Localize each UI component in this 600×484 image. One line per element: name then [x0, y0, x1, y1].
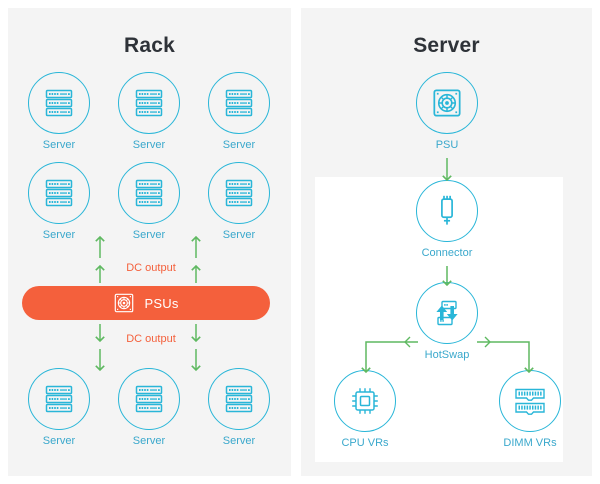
node-label: Server	[132, 435, 166, 447]
psus-bar[interactable]: PSUs	[22, 286, 270, 320]
server-rack-icon	[225, 385, 253, 413]
panel-server-title: Server	[413, 34, 480, 57]
node-label: Server	[42, 229, 76, 241]
connector-plug-icon	[441, 195, 453, 225]
rack-server-middle-3[interactable]: Server	[204, 162, 274, 241]
rack-server-top-3[interactable]: Server	[204, 72, 274, 151]
node-circle	[28, 368, 90, 430]
server-rack-icon	[225, 179, 253, 207]
server-rack-icon	[45, 385, 73, 413]
rack-server-bottom-1[interactable]: Server	[24, 368, 94, 447]
node-label: Server	[222, 229, 256, 241]
node-circle	[499, 370, 561, 432]
dc-output-label-up: DC output	[126, 262, 176, 274]
psu-fan-icon	[115, 293, 134, 313]
node-label: Connector	[421, 247, 473, 259]
rack-server-bottom-3[interactable]: Server	[204, 368, 274, 447]
node-circle	[416, 72, 478, 134]
node-label: Server	[222, 435, 256, 447]
rack-server-middle-1[interactable]: Server	[24, 162, 94, 241]
node-circle	[208, 368, 270, 430]
dc-output-label-down: DC output	[126, 333, 176, 345]
node-label: Server	[132, 229, 166, 241]
rack-server-top-1[interactable]: Server	[24, 72, 94, 151]
hotswap-arrows-icon	[436, 300, 458, 326]
server-rack-icon	[135, 179, 163, 207]
node-label: HotSwap	[424, 349, 470, 361]
node-label: CPU VRs	[341, 437, 389, 449]
psu-fan-icon	[433, 89, 461, 117]
psus-bar-label: PSUs	[144, 295, 179, 311]
node-label: Server	[42, 435, 76, 447]
node-circle	[28, 72, 90, 134]
server-rack-icon	[45, 89, 73, 117]
node-circle	[416, 180, 478, 242]
server-node-dimm-vrs[interactable]: DIMM VRs	[495, 370, 565, 449]
rack-server-middle-2[interactable]: Server	[114, 162, 184, 241]
server-rack-icon	[135, 89, 163, 117]
node-label: PSU	[435, 139, 459, 151]
node-circle	[118, 162, 180, 224]
node-label: Server	[222, 139, 256, 151]
server-node-psu[interactable]: PSU	[412, 72, 482, 151]
server-node-cpu-vrs[interactable]: CPU VRs	[330, 370, 400, 449]
node-circle	[416, 282, 478, 344]
node-circle	[118, 72, 180, 134]
cpu-chip-icon	[352, 388, 378, 414]
server-rack-icon	[225, 89, 253, 117]
panel-rack-title: Rack	[123, 34, 175, 57]
node-circle	[208, 72, 270, 134]
node-circle	[208, 162, 270, 224]
node-circle	[334, 370, 396, 432]
dimm-memory-icon	[515, 388, 545, 415]
node-circle	[28, 162, 90, 224]
node-circle	[118, 368, 180, 430]
server-rack-icon	[45, 179, 73, 207]
server-rack-icon	[135, 385, 163, 413]
node-label: DIMM VRs	[503, 437, 557, 449]
server-node-hotswap[interactable]: HotSwap	[412, 282, 482, 361]
server-node-connector[interactable]: Connector	[412, 180, 482, 259]
node-label: Server	[132, 139, 166, 151]
rack-server-bottom-2[interactable]: Server	[114, 368, 184, 447]
rack-server-top-2[interactable]: Server	[114, 72, 184, 151]
node-label: Server	[42, 139, 76, 151]
